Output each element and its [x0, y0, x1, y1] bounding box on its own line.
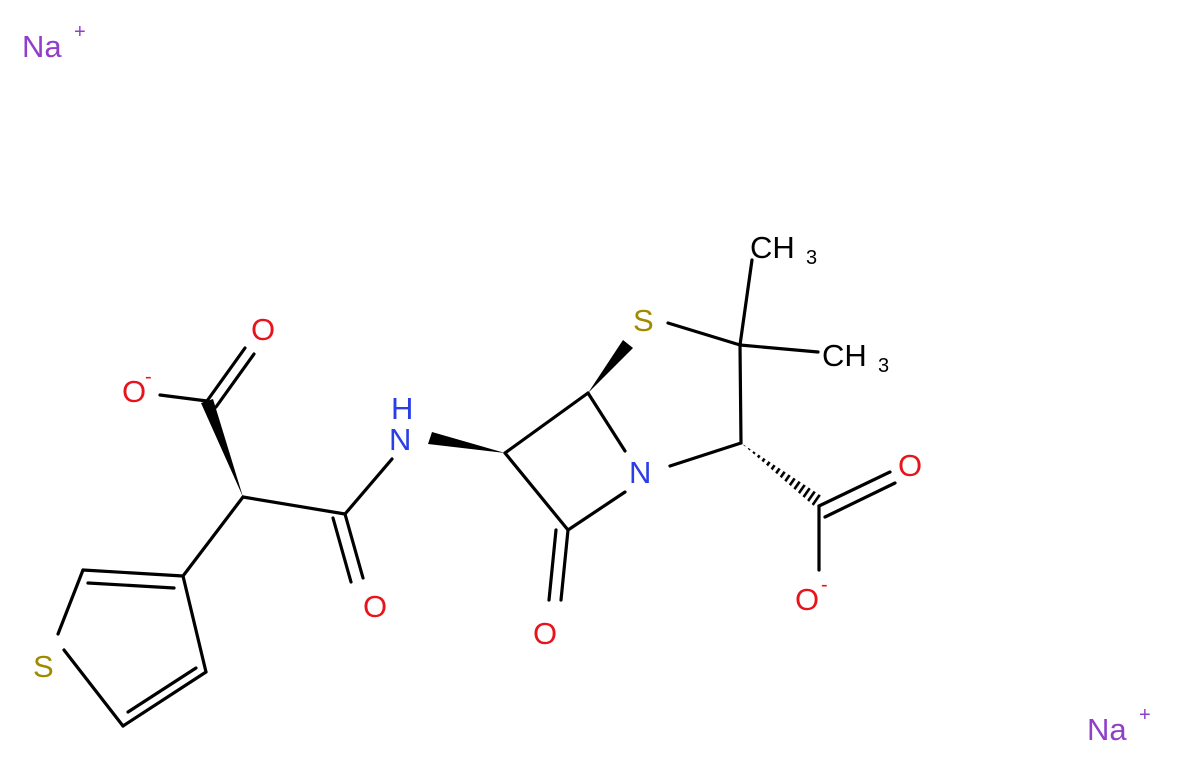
sodium-ion-bottom: Na — [1087, 712, 1127, 747]
oxygen-lactam: O — [533, 616, 557, 651]
bond-c5-n — [586, 391, 627, 453]
bond-alpha-amide-c — [241, 495, 347, 516]
oxygen-carbonyl-top-left: O — [251, 312, 275, 347]
nitrogen-amide: N — [389, 422, 411, 457]
oxygen-charge-left: - — [145, 366, 152, 388]
oxygen-charge-right: - — [821, 574, 828, 596]
bond-alpha-wedge — [201, 399, 243, 497]
bond-thio-c2-c3-double — [126, 666, 198, 714]
nitrogen-ring: N — [629, 455, 651, 490]
sodium-charge-top: + — [74, 21, 86, 43]
bond-c2-ch3-mid — [738, 343, 820, 354]
bond-s-c2 — [666, 321, 742, 347]
oxygen-carboxylate-right: O — [795, 582, 819, 617]
bond-thio-c4-c5-double — [86, 581, 176, 590]
bond-carboxyl-o-right-a — [817, 470, 892, 508]
oxygen-amide: O — [363, 589, 387, 624]
bond-nh-wedge — [428, 432, 505, 453]
oxygen-carbonyl-right: O — [898, 448, 922, 483]
bond-amide-o-a — [343, 512, 365, 580]
sulfur-thiophene: S — [33, 649, 54, 684]
sulfur-thiazolidine: S — [633, 303, 654, 338]
sodium-ion-top: Na — [22, 29, 62, 64]
svg-text:CH: CH — [822, 338, 867, 373]
bond-carboxyl-o-single — [158, 393, 209, 403]
bond-c2-c3 — [738, 343, 743, 445]
bond-ring-to-alpha — [181, 495, 245, 578]
bond-c3-n — [668, 441, 743, 468]
sodium-charge-bottom: + — [1139, 704, 1151, 726]
bond-c3-carboxyl-hash — [741, 443, 823, 507]
bond-carboxyl-o-double-a — [205, 346, 247, 403]
oxygen-carboxylate-left: O — [122, 374, 146, 409]
bond-c6-c5 — [503, 391, 590, 455]
bond-amide-o-b — [331, 516, 353, 584]
bond-carboxyl-o-double-b — [214, 352, 256, 409]
bond-thio-c5-s — [56, 568, 85, 636]
bond-c7-c6 — [503, 451, 570, 532]
svg-text:3: 3 — [878, 355, 889, 377]
bond-thio-c3-c4 — [181, 574, 208, 674]
methyl-group-mid: CH 3 — [822, 338, 889, 377]
bonds — [56, 258, 897, 728]
bond-c7-o-a — [559, 528, 570, 602]
bond-amide-c-n — [343, 457, 394, 516]
bond-c5-s-wedge — [588, 340, 633, 393]
methyl-group-top: CH 3 — [750, 230, 817, 269]
svg-text:CH: CH — [750, 230, 795, 265]
svg-text:3: 3 — [806, 247, 817, 269]
bond-carboxyl-o-right-b — [823, 481, 897, 519]
bond-c7-o-b — [547, 528, 558, 602]
bond-thio-c4-c5 — [81, 568, 185, 578]
bond-thio-c2-c3 — [121, 670, 208, 728]
atom-labels: Na + O - O O H N S N CH 3 CH 3 O O O - S… — [22, 21, 1151, 747]
bond-thio-s-c2 — [62, 648, 125, 728]
bond-c2-ch3-top — [738, 258, 754, 347]
bond-n-c7 — [566, 490, 627, 532]
hydrogen-of-nh: H — [391, 391, 413, 426]
